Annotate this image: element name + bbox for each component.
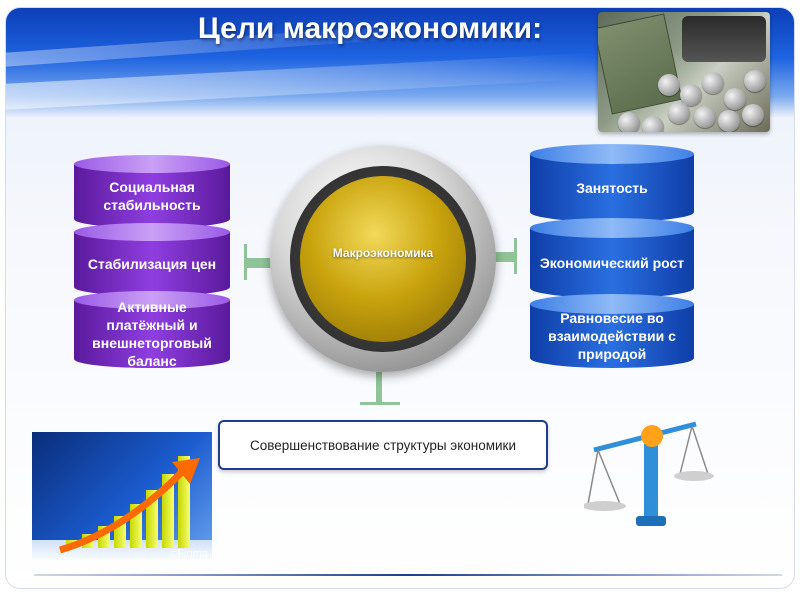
goal-label: Активные платёжный и внешнеторговый бала… [92, 299, 212, 369]
scales-icon [584, 421, 714, 526]
footer-divider [34, 574, 782, 576]
goal-price-stabilization: Стабилизация цен [74, 223, 230, 296]
growth-chart-icon: ©Finma [32, 432, 212, 562]
goal-label: Совершенствование структуры экономики [249, 437, 516, 453]
hub-core: Макроэкономика [300, 176, 466, 342]
page-title: Цели макроэкономики: [197, 12, 543, 45]
goal-structure-improvement: Совершенствование структуры экономики [218, 420, 548, 470]
connector-bottom [376, 370, 382, 404]
money-photo-icon [598, 12, 770, 132]
goal-label: Социальная стабильность [103, 179, 201, 213]
connector-right [492, 252, 516, 262]
connector-right-cap [514, 238, 517, 274]
goal-active-balance: Активные платёжный и внешнеторговый бала… [74, 291, 230, 369]
goal-economic-growth: Экономический рост [530, 218, 694, 298]
goal-label: Занятость [576, 180, 648, 196]
connector-left-cap [244, 244, 247, 280]
goal-label: Равновесие во взаимодействии с природой [548, 310, 676, 362]
watermark: ©Finma [169, 548, 208, 560]
goal-label: Экономический рост [539, 255, 685, 271]
goal-social-stability: Социальная стабильность [74, 155, 230, 228]
connector-left [246, 258, 272, 268]
hub-label: Макроэкономика [332, 246, 434, 260]
goal-label: Стабилизация цен [87, 256, 217, 272]
connector-bottom-cap [360, 402, 400, 405]
goal-nature-balance: Равновесие во взаимодействии с природой [530, 294, 694, 368]
goal-employment: Занятость [530, 144, 694, 222]
